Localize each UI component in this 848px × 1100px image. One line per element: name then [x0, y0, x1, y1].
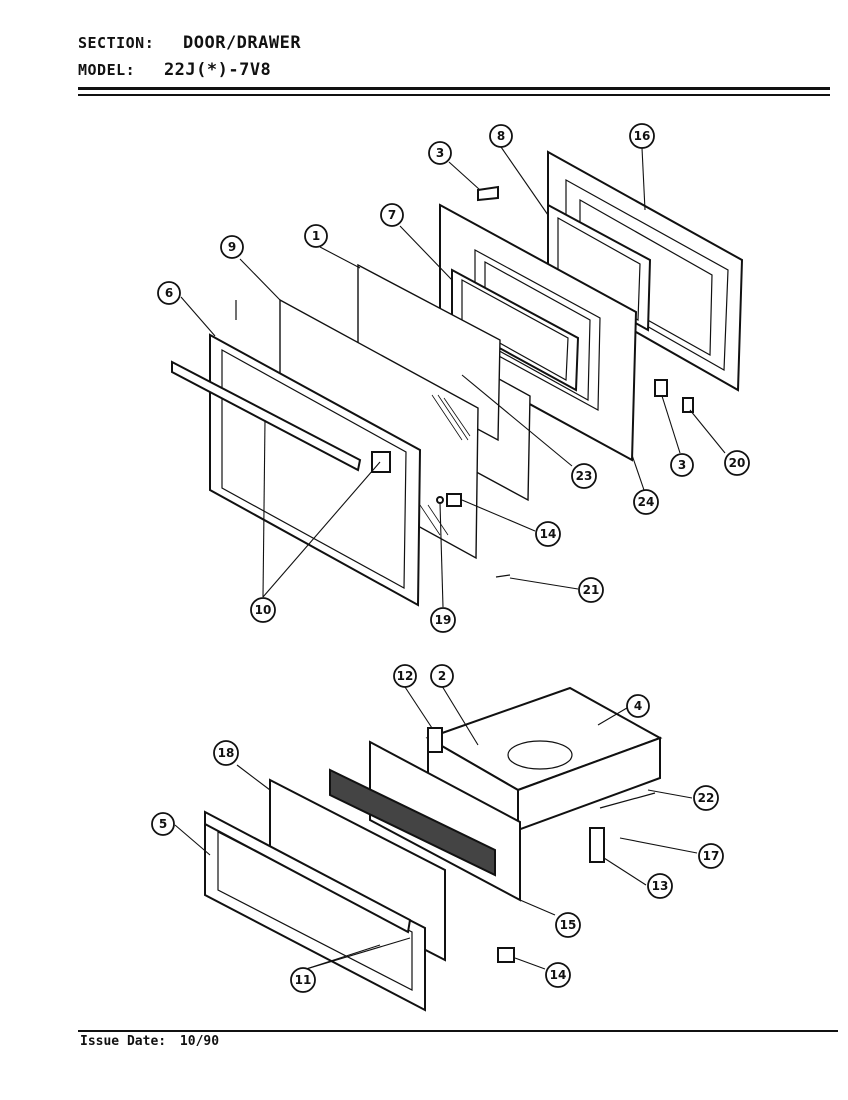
part-label-14-door [446, 493, 462, 507]
callout-5: 5 [151, 812, 175, 836]
svg-text:2: 2 [438, 669, 446, 683]
callout-10: 10 [250, 597, 276, 623]
part-bumper-20 [682, 397, 694, 413]
issue-date-value: 10/90 [179, 1034, 220, 1049]
callout-19: 19 [430, 607, 456, 633]
part-drawer-handle-11 [204, 810, 412, 934]
svg-text:13: 13 [652, 879, 669, 893]
svg-text:16: 16 [634, 129, 651, 143]
part-door-handle-10 [171, 360, 391, 473]
model-label: MODEL: [78, 61, 136, 79]
svg-text:12: 12 [397, 669, 414, 683]
issue-date: Issue Date: 10/90 [80, 1034, 219, 1049]
section-value: DOOR/DRAWER [183, 33, 302, 53]
callout-9: 9 [220, 235, 244, 259]
section-label: SECTION: [78, 34, 155, 52]
svg-text:4: 4 [634, 699, 642, 713]
svg-text:14: 14 [550, 968, 567, 982]
footer-rule [78, 1030, 838, 1032]
callout-21: 21 [578, 577, 604, 603]
callout-6: 6 [157, 281, 181, 305]
part-drawer-insulation [329, 768, 496, 877]
callout-1: 1 [304, 224, 328, 248]
part-bracket-12 [427, 727, 443, 753]
callout-7: 7 [380, 203, 404, 227]
svg-text:3: 3 [678, 458, 686, 472]
header-rule-bottom [78, 94, 830, 96]
svg-text:10: 10 [255, 603, 272, 617]
callout-2: 2 [430, 664, 454, 688]
callout-20: 20 [724, 450, 750, 476]
section-line: SECTION: DOOR/DRAWER [78, 33, 301, 53]
callout-3-bottom: 3 [670, 453, 694, 477]
callout-17: 17 [698, 843, 724, 869]
leader-lines [174, 146, 726, 971]
callout-3-top: 3 [428, 141, 452, 165]
svg-text:24: 24 [638, 495, 655, 509]
callout-13: 13 [647, 873, 673, 899]
svg-text:20: 20 [729, 456, 746, 470]
svg-text:3: 3 [436, 146, 444, 160]
callout-23: 23 [571, 463, 597, 489]
model-line: MODEL: 22J(*)-7V8 [78, 60, 271, 80]
svg-text:14: 14 [540, 527, 557, 541]
svg-text:9: 9 [228, 240, 236, 254]
callout-22: 22 [693, 785, 719, 811]
svg-text:15: 15 [560, 918, 577, 932]
part-bracket-13 [589, 827, 605, 863]
part-spacer-frame-7 [451, 268, 580, 392]
svg-text:17: 17 [703, 849, 720, 863]
svg-text:7: 7 [388, 208, 396, 222]
svg-text:23: 23 [576, 469, 593, 483]
callout-15: 15 [555, 912, 581, 938]
callout-12: 12 [393, 664, 417, 688]
svg-text:6: 6 [165, 286, 173, 300]
callout-18: 18 [213, 740, 239, 766]
part-hinge-clip-3-top [477, 185, 499, 202]
part-clip-21 [495, 574, 511, 578]
callout-14-drawer: 14 [545, 962, 571, 988]
part-hinge-clip-3-bottom [654, 379, 668, 397]
svg-text:1: 1 [312, 229, 320, 243]
issue-date-label: Issue Date: [80, 1034, 167, 1049]
callout-11: 11 [290, 967, 316, 993]
part-label-14-drawer [497, 947, 515, 963]
callout-4: 4 [626, 694, 650, 718]
part-window-frame-8 [547, 203, 652, 332]
model-value: 22J(*)-7V8 [163, 60, 272, 80]
svg-text:19: 19 [435, 613, 452, 627]
callout-24: 24 [633, 489, 659, 515]
part-outer-door-frame-6 [209, 300, 422, 607]
svg-text:18: 18 [218, 746, 235, 760]
part-rail-22 [599, 792, 656, 809]
svg-text:22: 22 [698, 791, 715, 805]
callout-8: 8 [489, 124, 513, 148]
callout-14-door: 14 [535, 521, 561, 547]
part-inner-glass-1 [357, 263, 501, 442]
svg-text:8: 8 [497, 129, 505, 143]
svg-text:5: 5 [159, 817, 167, 831]
callout-16: 16 [629, 123, 655, 149]
header-rule-top [78, 87, 830, 90]
svg-text:21: 21 [583, 583, 600, 597]
svg-text:11: 11 [295, 973, 312, 987]
part-screw-19 [436, 496, 444, 504]
